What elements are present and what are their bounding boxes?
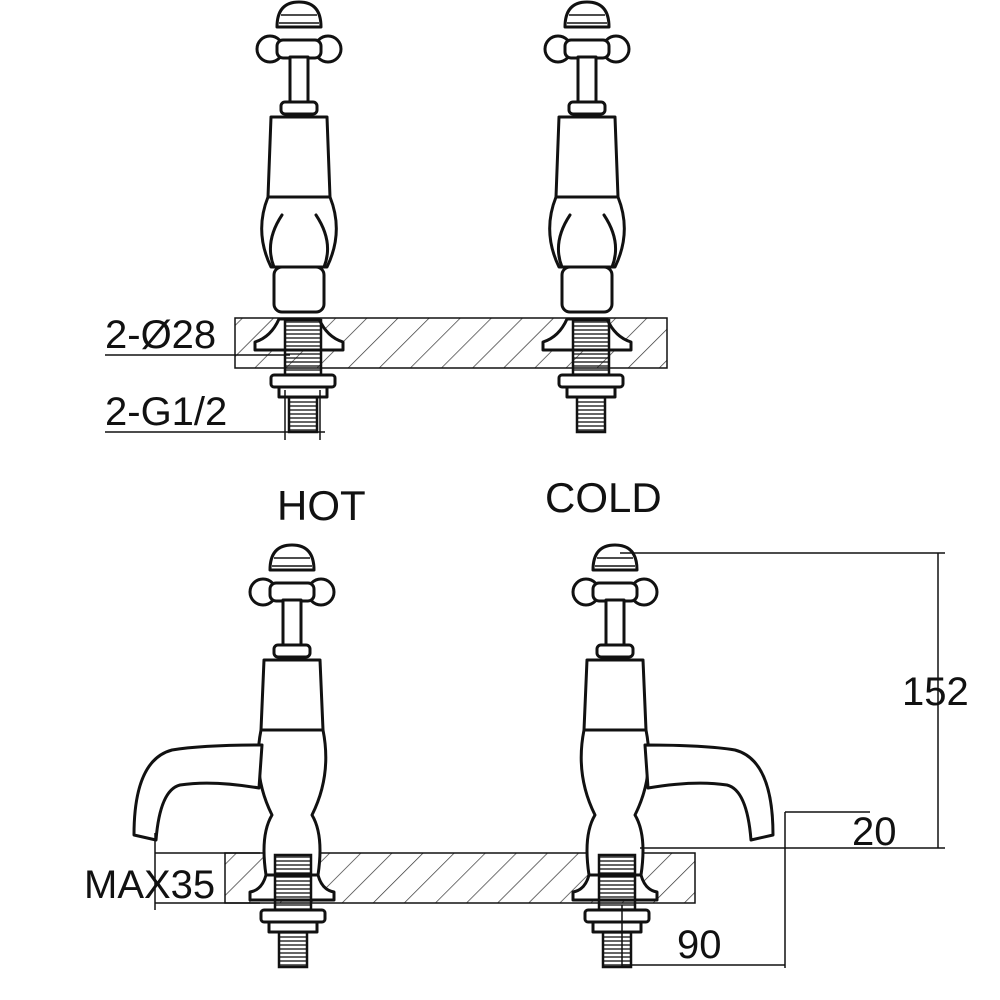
max-deck-label: MAX35 <box>84 863 215 907</box>
hot-tap-side <box>132 543 336 902</box>
hot-tap-front <box>253 0 345 352</box>
top-row-front-view: 2-Ø28 2-G1/2 <box>105 0 668 440</box>
hole-diameter-label: 2-Ø28 <box>105 313 216 357</box>
cold-tap-side <box>571 543 775 902</box>
cold-label: COLD <box>545 474 662 521</box>
thread-label: 2-G1/2 <box>105 390 227 434</box>
height-label: 152 <box>902 670 969 714</box>
bottom-row-side-view: 152 20 MAX35 90 <box>84 543 969 969</box>
spout-reach-label: 90 <box>677 923 722 967</box>
hot-label: HOT <box>277 482 366 529</box>
cold-tap-front <box>541 0 633 352</box>
spout-height-label: 20 <box>852 810 897 854</box>
